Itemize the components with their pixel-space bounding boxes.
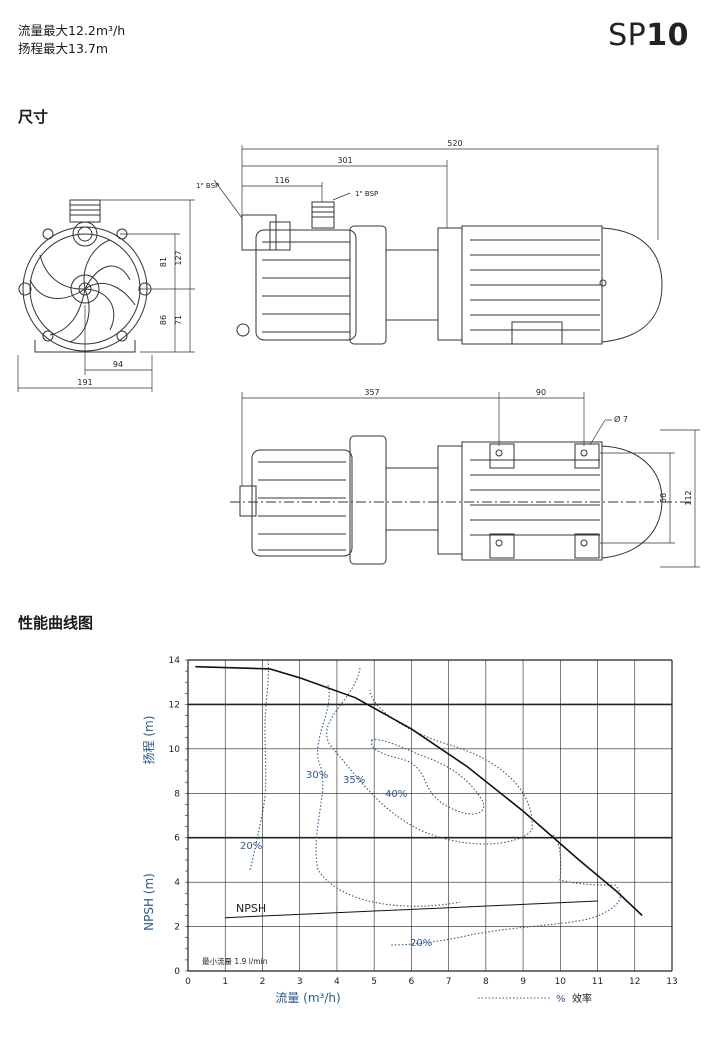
front-view (18, 199, 152, 353)
min-flow-label: 最小流量 1.9 l/min (202, 956, 268, 966)
y-tick-2: 2 (174, 923, 180, 933)
x-tick-12: 12 (629, 977, 640, 987)
eff-contour-35 (326, 667, 533, 845)
dim-81: 81 (159, 257, 168, 267)
y-tick-14: 14 (169, 656, 181, 666)
dim-71: 71 (174, 315, 183, 325)
dim-191: 191 (77, 378, 92, 387)
eff-label-30: 30% (306, 770, 328, 781)
chart-series (195, 665, 643, 919)
dim-90: 90 (536, 388, 546, 397)
x-tick-4: 4 (334, 977, 340, 987)
flow-max-spec: 流量最大12.2m³/h (18, 23, 126, 38)
dim-86: 86 (159, 315, 168, 325)
eff-label-35: 35% (343, 775, 365, 786)
x-tick-8: 8 (483, 977, 489, 987)
eff-contour-20-right (389, 834, 621, 946)
x-tick-6: 6 (409, 977, 415, 987)
y-axis-label-npsh: NPSH (m) (142, 873, 156, 931)
dim-94: 94 (113, 360, 123, 369)
npsh-label: NPSH (236, 902, 266, 915)
dim-357: 357 (364, 388, 379, 397)
chart-grid (187, 659, 673, 972)
y-tick-6: 6 (174, 834, 180, 844)
bsp-label-2: 1" BSP (355, 190, 378, 198)
x-tick-2: 2 (260, 977, 266, 987)
x-tick-10: 10 (555, 977, 567, 987)
y-tick-12: 12 (169, 700, 180, 710)
performance-heading: 性能曲线图 (18, 614, 94, 632)
eff-contour-40 (370, 739, 485, 815)
x-tick-5: 5 (371, 977, 377, 987)
model-title: SP10 (608, 18, 689, 53)
model-prefix: SP (608, 18, 647, 53)
x-axis-label: 流量 (m³/h) (275, 991, 340, 1005)
dimensions-heading: 尺寸 (18, 108, 49, 126)
y-tick-0: 0 (174, 967, 180, 977)
bsp-label-1: 1" BSP (196, 182, 219, 190)
eff-label-40: 40% (385, 789, 407, 800)
eff-label-20-left: 20% (240, 841, 262, 852)
x-tick-11: 11 (592, 977, 603, 987)
dim-127: 127 (174, 250, 183, 265)
y-tick-10: 10 (169, 745, 181, 755)
dim-116: 116 (274, 176, 289, 185)
top-view (230, 435, 690, 565)
series-line-1 (225, 900, 598, 919)
legend-symbol: % (556, 994, 566, 1005)
dim-520: 520 (447, 139, 462, 148)
side-view (236, 201, 663, 345)
dim-112: 112 (684, 490, 693, 505)
legend-label: 效率 (572, 992, 592, 1005)
y-tick-8: 8 (174, 789, 180, 799)
model-number: 10 (646, 18, 689, 53)
dim-301: 301 (337, 156, 352, 165)
efficiency-contours (249, 659, 621, 946)
x-tick-3: 3 (297, 977, 303, 987)
eff-contour-30 (315, 684, 461, 907)
y-axis-label-head: 扬程 (m) (141, 716, 156, 765)
dim-d7: Ø 7 (614, 414, 628, 424)
x-tick-13: 13 (666, 977, 677, 987)
eff-label-20-right: 20% (410, 938, 432, 949)
y-tick-4: 4 (174, 878, 180, 888)
head-max-spec: 扬程最大13.7m (18, 41, 109, 56)
x-tick-1: 1 (222, 977, 228, 987)
x-tick-9: 9 (520, 977, 526, 987)
dimension-drawing: 127 81 86 71 94 191 520 301 116 1" BSP 1… (17, 139, 700, 568)
x-tick-0: 0 (185, 977, 191, 987)
dim-56: 56 (659, 493, 668, 503)
x-tick-7: 7 (446, 977, 452, 987)
series-line-0 (195, 665, 643, 917)
